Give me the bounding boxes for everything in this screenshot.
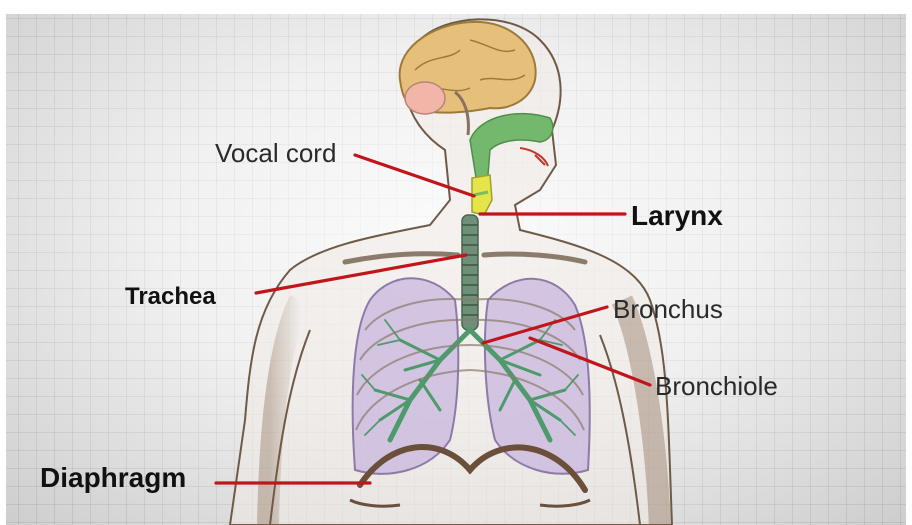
label-diaphragm: Diaphragm	[40, 464, 186, 492]
label-vocal-cord: Vocal cord	[215, 140, 336, 166]
label-larynx: Larynx	[631, 202, 723, 230]
label-bronchus: Bronchus	[613, 296, 723, 322]
trachea-tube	[462, 215, 478, 330]
label-bronchiole: Bronchiole	[655, 373, 778, 399]
label-trachea: Trachea	[125, 285, 216, 309]
